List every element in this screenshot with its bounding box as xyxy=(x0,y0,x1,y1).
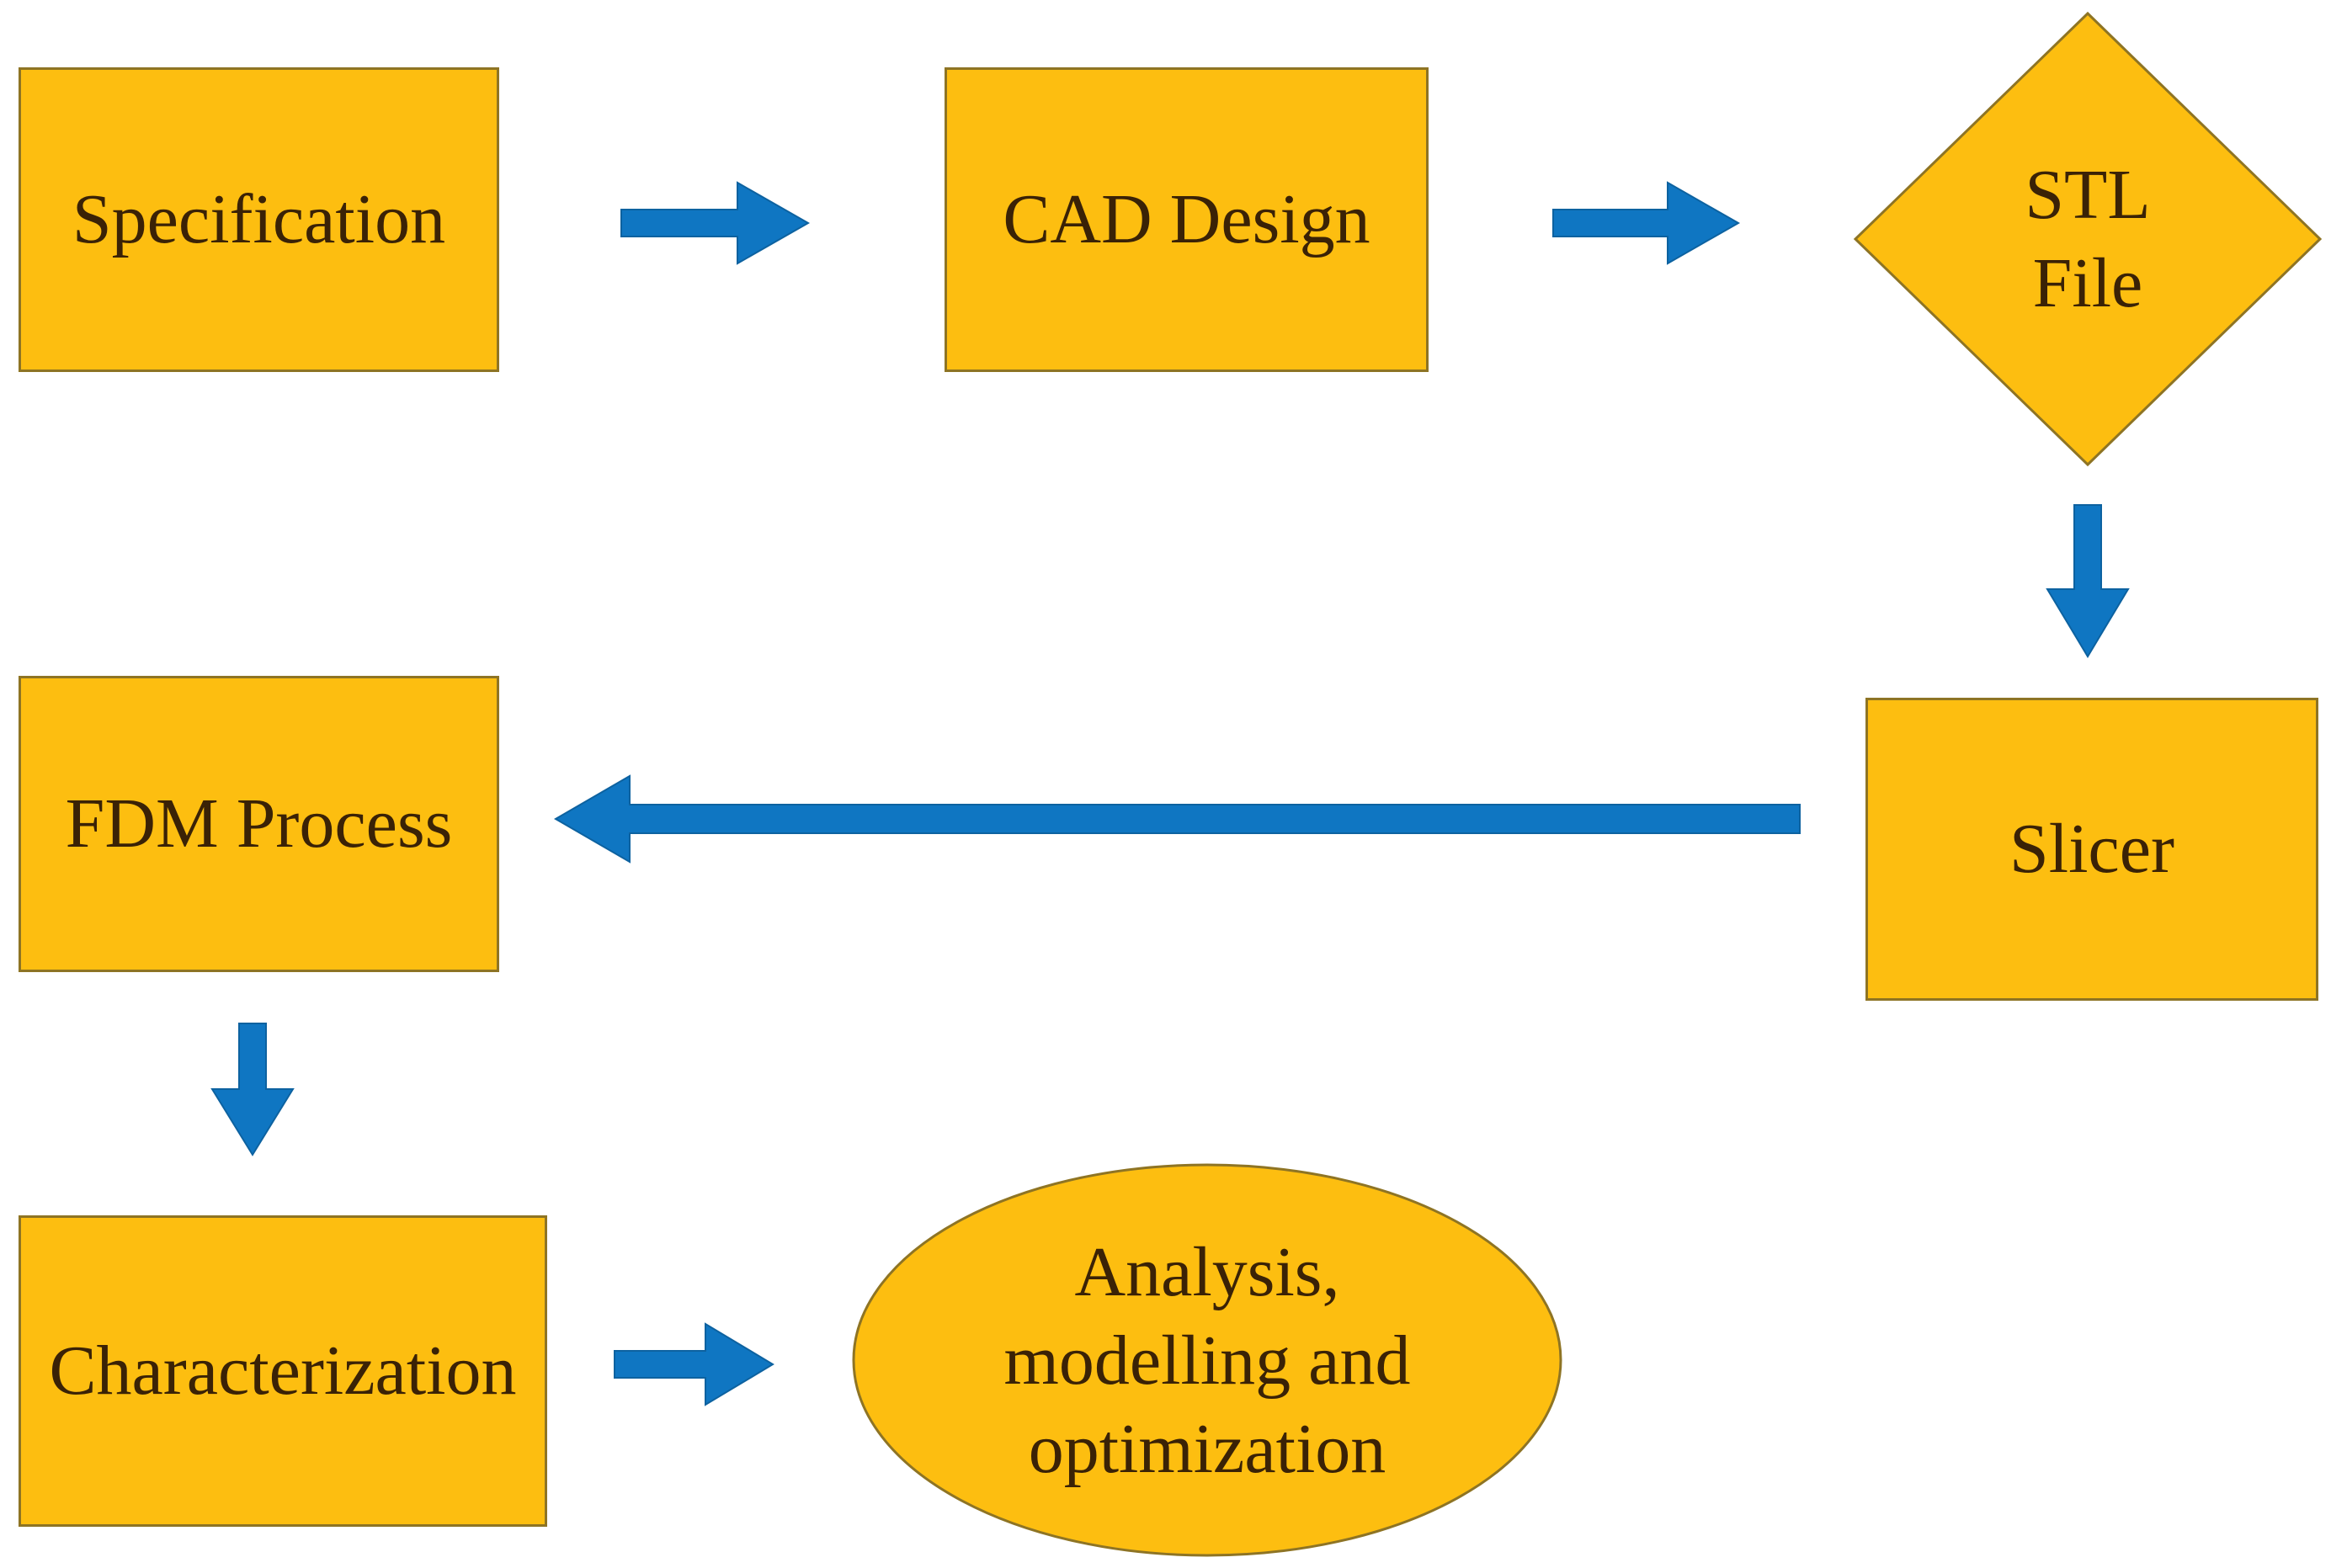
arrow-cad-design-to-stl-file xyxy=(1552,181,1741,265)
node-specification-label: Specification xyxy=(72,179,446,258)
node-fdm-process-label: FDM Process xyxy=(65,784,453,863)
node-characterization: Characterization xyxy=(19,1215,547,1527)
node-cad-design-label: CAD Design xyxy=(1003,179,1370,258)
node-specification: Specification xyxy=(19,67,499,372)
node-fdm-process: FDM Process xyxy=(19,676,499,972)
arrow-fdm-process-to-characterization xyxy=(210,1023,295,1156)
analysis-ellipse-shape xyxy=(852,1163,1562,1557)
arrow-characterization-to-analysis xyxy=(614,1322,774,1406)
arrow-slicer-to-fdm-process xyxy=(554,774,1801,864)
stl-file-diamond-shape xyxy=(1853,11,2323,467)
node-characterization-label: Characterization xyxy=(49,1331,517,1410)
node-slicer: Slicer xyxy=(1865,698,2318,1001)
arrow-stl-file-to-slicer xyxy=(2046,504,2130,658)
arrow-specification-to-cad-design xyxy=(620,181,811,265)
node-cad-design: CAD Design xyxy=(945,67,1429,372)
node-slicer-label: Slicer xyxy=(2009,809,2174,888)
